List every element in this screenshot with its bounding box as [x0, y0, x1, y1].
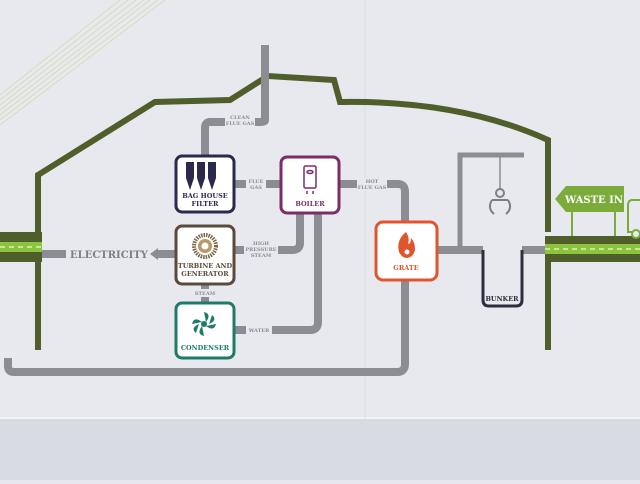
road-right: [545, 236, 640, 262]
turbine-generator-node: TURBINE AND GENERATOR: [174, 224, 236, 286]
condenser-node: CONDENSER: [174, 301, 236, 360]
filter-bags-icon: [186, 162, 216, 190]
paper-lower-flap: [0, 418, 640, 480]
electricity-label: ELECTRICITY: [70, 250, 149, 261]
water-label: WATER: [248, 328, 270, 334]
bag-house-label-2: FILTER: [192, 200, 219, 208]
turbine-label-2: GENERATOR: [181, 270, 229, 278]
hp-steam-label-1: HIGH: [253, 241, 269, 247]
truck-icon: [627, 199, 640, 239]
boiler-label: BOILER: [295, 200, 325, 208]
fire-icon: [398, 232, 415, 258]
pipe-high-pressure-steam: [235, 213, 304, 254]
waste-in-label: WASTE IN: [564, 195, 623, 206]
clean-flue-gas-label-1: CLEAN: [230, 115, 250, 121]
pipe-return: [4, 280, 409, 376]
crane: [457, 152, 524, 250]
pipe-water: [235, 213, 322, 334]
flue-gas-label-2: GAS: [250, 185, 262, 191]
decorative-lines: [0, 0, 166, 126]
bag-house-label-1: BAG HOUSE: [182, 192, 228, 200]
boiler-icon: [303, 165, 317, 194]
waste-in-sign: WASTE IN: [555, 186, 624, 236]
turbine-label-1: TURBINE AND: [178, 262, 233, 270]
bunker-pit: [481, 250, 524, 308]
hp-steam-label-3: STEAM: [251, 253, 272, 259]
road-left: [0, 232, 42, 262]
turbine-icon: [192, 233, 218, 259]
crane-claw-icon: [488, 188, 512, 215]
steam-label: STEAM: [195, 291, 216, 297]
hp-steam-label-2: PRESSURE: [245, 247, 276, 253]
bunker-label: BUNKER: [485, 295, 519, 303]
grate-label: GRATE: [393, 264, 418, 272]
boiler-node: BOILER: [279, 155, 341, 215]
electricity-arrow-icon: [150, 248, 158, 260]
fan-icon: [192, 312, 216, 336]
condenser-label: CONDENSER: [181, 344, 230, 352]
pipe-hot-flue-gas: [340, 180, 409, 222]
hot-flue-gas-label-2: FLUE GAS: [358, 185, 387, 191]
grate-node: GRATE: [374, 220, 439, 282]
bag-house-filter-node: BAG HOUSE FILTER: [174, 154, 236, 214]
flue-gas-label-1: FLUE: [249, 179, 264, 185]
hot-flue-gas-label-1: HOT: [366, 179, 379, 185]
clean-flue-gas-label-2: FLUE GAS: [226, 121, 255, 127]
